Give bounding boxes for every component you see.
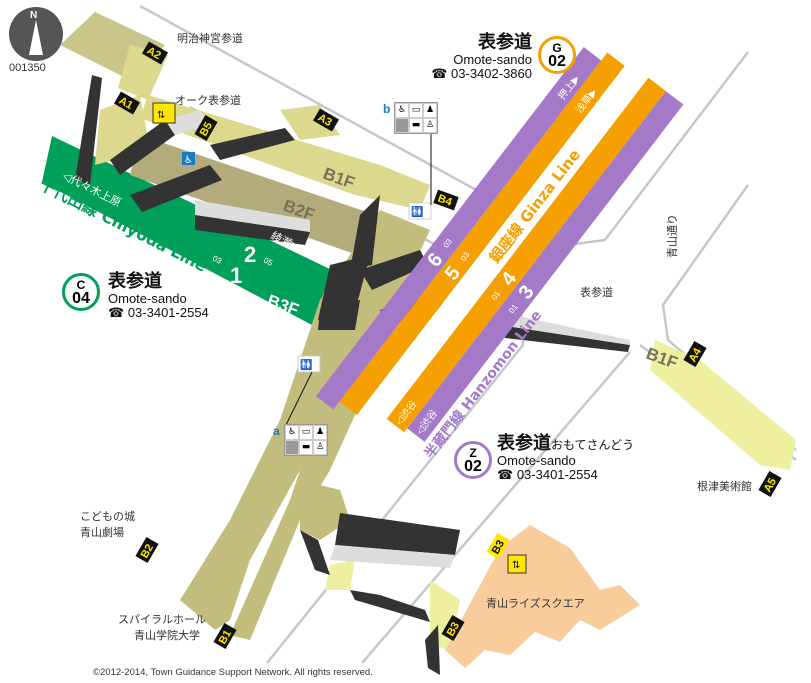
svg-text:🚻: 🚻: [300, 358, 312, 371]
phone-icon: ☎: [108, 304, 125, 320]
hanzomon-station-name-kana: おもてさんどう: [551, 438, 635, 452]
landmark-nezu-museum: 根津美術館: [697, 479, 752, 493]
exit-a5[interactable]: A5: [758, 470, 782, 498]
hanzomon-station-info: 表参道おもてさんどう Omote-sando ☎ 03-3401-2554: [497, 433, 635, 482]
elevator-icon: ⇅: [507, 554, 527, 574]
street-omotesando: 表参道: [580, 285, 613, 299]
facility-legend-b: b ♿▭♟ ▬♙: [383, 102, 438, 134]
blank-cell: [285, 440, 299, 455]
svg-text:♿: ♿: [184, 155, 193, 166]
landmark-spiral-hall: スパイラルホール: [118, 613, 206, 626]
diaper-icon: ▬: [299, 440, 313, 455]
diaper-icon: ▬: [409, 118, 423, 133]
toilet-icon: 🚻: [297, 355, 321, 373]
baby-bed-icon: ▭: [409, 103, 423, 118]
facility-legend-a: a ♿▭♟ ▬♙: [273, 424, 328, 456]
track-2: 2: [244, 242, 256, 267]
baby-chair-icon: ♟: [423, 103, 437, 118]
landmark-aoyama-gekijo: 青山劇場: [80, 525, 124, 539]
child-seat-icon: ♙: [313, 440, 327, 455]
landmark-kodomo-no-shiro: こどもの城: [80, 510, 135, 523]
ginza-station-name-jp: 表参道: [478, 32, 532, 53]
chiyoda-station-info: 表参道 Omote-sando ☎ 03-3401-2554: [108, 271, 209, 320]
svg-text:🚻: 🚻: [411, 205, 423, 218]
hanzomon-station-name-jp: 表参道: [497, 433, 551, 454]
copyright: ©2012-2014, Town Guidance Support Networ…: [93, 667, 373, 678]
landmark-aoyama-rise-square: 青山ライズスクエア: [486, 596, 585, 610]
aoyama-rise-square-building: [445, 525, 640, 668]
baby-bed-icon: ▭: [299, 425, 313, 440]
exit-b4[interactable]: B4: [433, 189, 459, 211]
north-compass-icon: N: [9, 7, 63, 61]
track-1: 1: [230, 263, 242, 288]
street-aoyama-dori: 青山通り: [666, 214, 679, 258]
child-seat-icon: ♙: [423, 118, 437, 133]
svg-text:⇅: ⇅: [157, 110, 165, 121]
phone-icon: ☎: [497, 466, 514, 482]
toilet-icon: 🚻: [408, 202, 432, 220]
chiyoda-station-tel: 03-3401-2554: [127, 304, 209, 320]
baby-chair-icon: ♟: [313, 425, 327, 440]
svg-text:⇅: ⇅: [512, 560, 520, 571]
chiyoda-station-name-jp: 表参道: [108, 271, 162, 292]
street-oak-omotesando: オーク表参道: [175, 93, 241, 107]
map-id: 001350: [9, 62, 46, 74]
wheelchair-toilet-icon: ♿: [285, 425, 299, 440]
hanzomon-station-name-en: Omote-sando: [497, 452, 576, 468]
level-b1f-east: B1F: [644, 344, 681, 373]
ginza-hanzomon-platforms: 銀座線 Ginza Line 押上▶ 浅草▶ 6 5 4 3 03 03 01 …: [315, 47, 684, 462]
hanzomon-station-tel: 03-3401-2554: [516, 466, 598, 482]
landmark-aoyama-gakuin: 青山学院大学: [134, 628, 200, 642]
exit-b2[interactable]: B2: [135, 536, 159, 564]
ginza-station-info: 表参道 Omote-sando ☎ 03-3402-3860: [418, 32, 532, 81]
svg-text:B4: B4: [436, 193, 454, 209]
chiyoda-station-name-en: Omote-sando: [108, 290, 187, 306]
street-meiji-jingu-sando: 明治神宮参道: [177, 31, 243, 45]
phone-icon: ☎: [431, 65, 448, 81]
ginza-station-name-en: Omote-sando: [453, 51, 532, 67]
chiyoda-platform: [42, 136, 332, 325]
escalators: [75, 75, 630, 675]
elevator-icon: ⇅: [152, 102, 176, 124]
svg-text:N: N: [30, 10, 37, 21]
wheelchair-icon: ♿: [182, 152, 195, 166]
facility-key-a: a: [273, 424, 280, 438]
wheelchair-toilet-icon: ♿: [395, 103, 409, 118]
blank-cell: [395, 118, 409, 133]
facility-key-b: b: [383, 102, 391, 116]
ginza-station-tel: 03-3402-3860: [451, 65, 532, 81]
